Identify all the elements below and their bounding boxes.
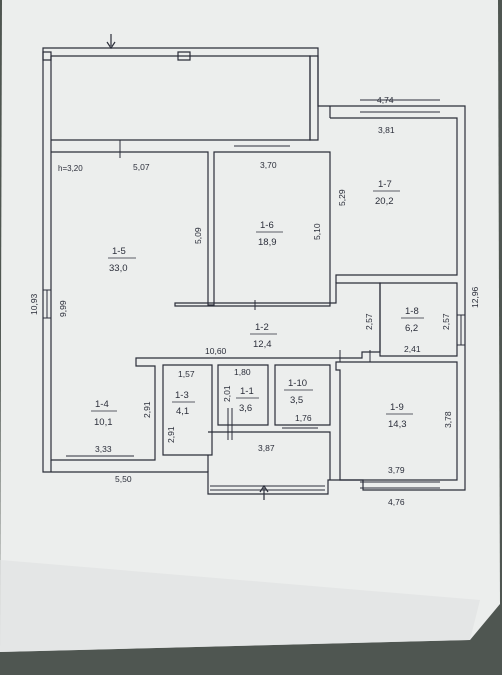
dim-201: 2,01 — [222, 385, 232, 402]
room-1-7-area: 20,2 — [375, 196, 394, 207]
room-1-9: 1-9 14,3 — [386, 402, 413, 430]
room-1-1-id: 1-1 — [240, 386, 254, 397]
paper — [0, 0, 500, 652]
room-1-2-id: 1-2 — [255, 322, 269, 333]
dim-510: 5,10 — [312, 223, 322, 240]
dim-550: 5,50 — [115, 474, 132, 484]
room-1-4-area: 10,1 — [94, 417, 113, 428]
bottom-entry-arrow — [259, 484, 269, 500]
paper-shade — [0, 560, 480, 652]
dim-370: 3,70 — [260, 160, 277, 170]
dim-529: 5,29 — [337, 189, 347, 206]
room-1-3-id: 1-3 — [175, 390, 189, 401]
room-1-4-id: 1-4 — [95, 399, 109, 410]
room-1-8: 1-8 6,2 — [401, 306, 424, 334]
dim-291b: 2,91 — [166, 426, 176, 443]
room-1-4: 1-4 10,1 — [91, 399, 117, 428]
dim-333: 3,33 — [95, 444, 112, 454]
dim-257a: 2,57 — [364, 313, 374, 330]
window-marks — [43, 99, 465, 491]
dim-381: 3,81 — [378, 125, 395, 135]
dim-257b: 2,57 — [441, 313, 451, 330]
room-1-9-area: 14,3 — [388, 419, 407, 430]
room-1-5: 1-5 33,0 — [108, 246, 136, 274]
dim-509: 5,09 — [193, 227, 203, 244]
room-1-7-id: 1-7 — [378, 179, 392, 190]
dim-507: 5,07 — [133, 162, 150, 172]
room-1-9-id: 1-9 — [390, 402, 404, 413]
room-1-7: 1-7 20,2 — [373, 179, 400, 207]
room-1-8-id: 1-8 — [405, 306, 419, 317]
room-1-3-area: 4,1 — [176, 406, 189, 417]
dimension-labels: 4,74 3,81 5,07 3,70 2,41 10,60 1,57 1,80… — [95, 95, 421, 507]
room-1-6-id: 1-6 — [260, 220, 274, 231]
room-1-3: 1-3 4,1 — [172, 390, 195, 417]
room-1-6: 1-6 18,9 — [256, 220, 283, 248]
room-1-10: 1-10 3,5 — [284, 378, 313, 406]
room-1-6-area: 18,9 — [258, 237, 277, 248]
dim-1093: 10,93 — [29, 293, 39, 315]
vertical-dimension-labels: 5,29 5,09 5,10 10,93 9,99 12,96 2,57 2,5… — [29, 189, 480, 443]
room-1-2-area: 12,4 — [253, 339, 272, 350]
room-1-10-area: 3,5 — [290, 395, 303, 406]
dim-999: 9,99 — [58, 300, 68, 317]
top-entry-arrow — [106, 34, 116, 50]
room-1-8-area: 6,2 — [405, 323, 418, 334]
room-1-2: 1-2 12,4 — [250, 322, 277, 350]
dim-180: 1,80 — [234, 367, 251, 377]
entry-arrows — [106, 34, 269, 500]
dim-1060: 10,60 — [205, 346, 227, 356]
dim-476: 4,76 — [388, 497, 405, 507]
height-note: h=3,20 — [58, 164, 83, 173]
dim-291a: 2,91 — [142, 401, 152, 418]
dim-1296: 12,96 — [470, 286, 480, 308]
dim-379: 3,79 — [388, 465, 405, 475]
dim-387: 3,87 — [258, 443, 275, 453]
room-1-1-area: 3,6 — [239, 403, 252, 414]
dim-474: 4,74 — [377, 95, 394, 105]
dim-241: 2,41 — [404, 344, 421, 354]
room-1-5-area: 33,0 — [109, 263, 128, 274]
room-1-1: 1-1 3,6 — [236, 386, 259, 414]
dim-378: 3,78 — [443, 411, 453, 428]
walls — [42, 47, 466, 495]
room-1-10-id: 1-10 — [288, 378, 307, 389]
dim-157: 1,57 — [178, 369, 195, 379]
dim-176: 1,76 — [295, 413, 312, 423]
room-1-5-id: 1-5 — [112, 246, 126, 257]
